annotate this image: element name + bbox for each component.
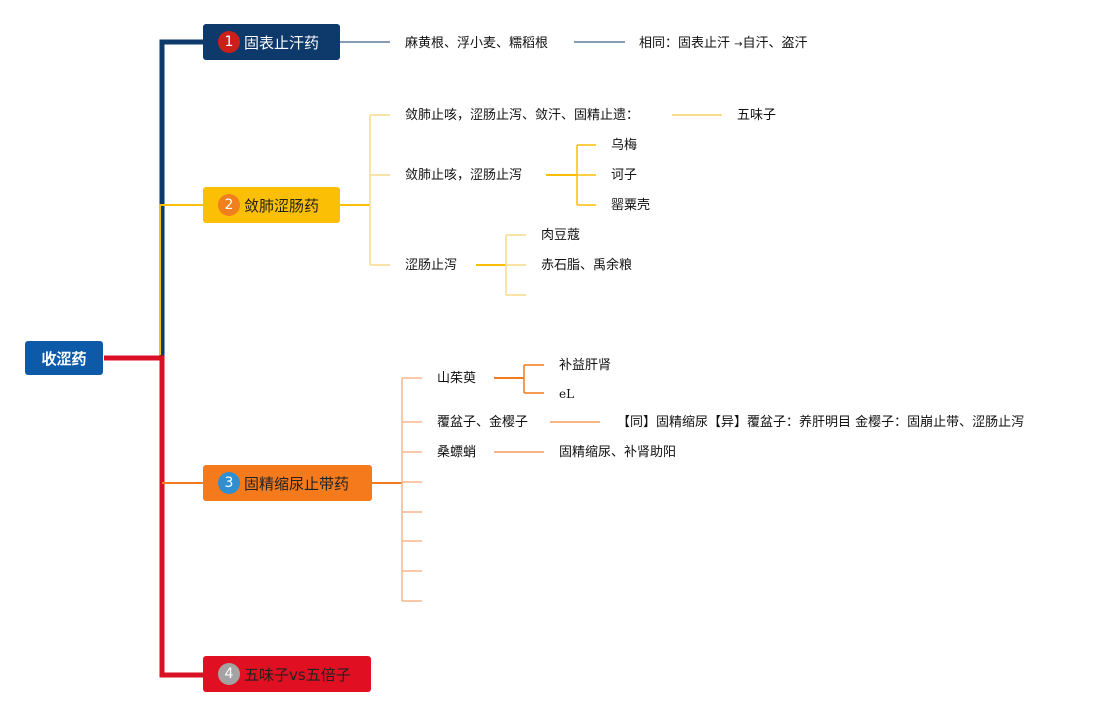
branch3-item2-label[interactable]: 覆盆子、金樱子 xyxy=(437,415,529,430)
branch2-group3-herb[interactable]: 肉豆蔻 xyxy=(541,228,581,243)
topic-number-badge: 3 xyxy=(218,472,240,494)
branch3-item2-note[interactable]: 【同】固精缩尿【异】覆盆子：养肝明目 金樱子：固崩止带、涩肠止泻 xyxy=(617,415,1025,430)
branch2-group1-label[interactable]: 敛肺止咳，涩肠止泻、敛汗、固精止遗： xyxy=(405,108,640,123)
arrow-right-icon: → xyxy=(734,39,743,50)
branch3-item3-label[interactable]: 桑螵蛸 xyxy=(437,445,477,460)
branch1-herbs[interactable]: 麻黄根、浮小麦、糯稻根 xyxy=(405,36,549,51)
branch2-group3-herb[interactable]: 赤石脂、禹余粮 xyxy=(541,258,633,273)
branch2-group1-herb[interactable]: 五味子 xyxy=(737,108,777,123)
topic-number-badge: 1 xyxy=(218,31,240,53)
topic-node-2[interactable]: 2 敛肺涩肠药 xyxy=(203,187,340,223)
topic-number-badge: 2 xyxy=(218,194,240,216)
bracket-group2 xyxy=(576,144,596,206)
branch2-group3-label[interactable]: 涩肠止泻 xyxy=(405,258,458,273)
branch2-group2-herb[interactable]: 罂粟壳 xyxy=(611,198,651,213)
branch3-item1-note[interactable]: 补益肝肾 xyxy=(559,358,612,373)
trunk-line-topic3-4 xyxy=(104,355,204,678)
topic-node-3[interactable]: 3 固精缩尿止带药 xyxy=(203,465,372,501)
branch1-note-suffix: 自汗、盗汗 xyxy=(742,36,808,51)
bracket-topic2 xyxy=(369,114,390,266)
branch3-item1-label[interactable]: 山茱萸 xyxy=(437,371,477,386)
bracket-topic3 xyxy=(401,377,422,602)
branch1-note-prefix: 相同：固表止汗 xyxy=(639,36,731,51)
trunk-line-topic1 xyxy=(104,39,204,361)
topic-number-badge: 4 xyxy=(218,663,240,685)
root-node[interactable]: 收涩药 xyxy=(25,341,103,375)
topic-label: 敛肺涩肠药 xyxy=(244,196,320,215)
branch1-note[interactable]: 相同：固表止汗 →自汗、盗汗 xyxy=(639,35,808,54)
bracket-group3 xyxy=(505,234,526,296)
branch2-group2-herb[interactable]: 乌梅 xyxy=(611,138,638,153)
branch2-group2-label[interactable]: 敛肺止咳，涩肠止泻 xyxy=(405,168,523,183)
branch3-item1-note[interactable]: eL xyxy=(559,387,575,401)
trunk-line-topic2 xyxy=(159,204,204,355)
topic-node-1[interactable]: 1 固表止汗药 xyxy=(203,24,340,60)
branch3-item3-note[interactable]: 固精缩尿、补肾助阳 xyxy=(559,445,677,460)
topic-node-4[interactable]: 4 五味子vs五倍子 xyxy=(203,656,371,692)
topic-label: 五味子vs五倍子 xyxy=(244,665,351,684)
root-label: 收涩药 xyxy=(41,349,87,368)
bracket-item1 xyxy=(523,364,544,394)
topic-label: 固表止汗药 xyxy=(244,33,320,52)
branch2-group2-herb[interactable]: 诃子 xyxy=(611,168,638,183)
topic-label: 固精缩尿止带药 xyxy=(244,474,350,493)
